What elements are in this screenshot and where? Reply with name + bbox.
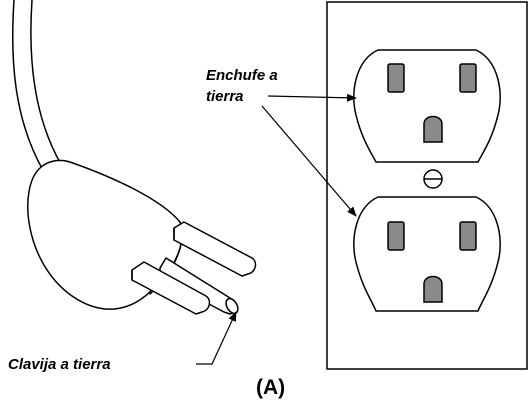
power-cord xyxy=(11,0,45,173)
ground-pin-label: Clavija a tierra xyxy=(8,356,111,373)
slot-left xyxy=(387,63,405,93)
slot-right xyxy=(459,63,477,93)
outlet-icon xyxy=(326,1,528,370)
arrow-ground-pin xyxy=(196,311,237,365)
receptacle-top xyxy=(353,49,501,163)
arrow-outlet-bottom xyxy=(261,105,357,217)
outlet-label-line2: tierra xyxy=(206,88,244,105)
outlet-label-line1: Enchufe a xyxy=(206,67,278,84)
arrow-outlet-top xyxy=(267,93,357,102)
slot-ground xyxy=(423,115,443,143)
figure-caption: (A) xyxy=(256,376,285,399)
leader-lines xyxy=(196,93,357,365)
screw-icon xyxy=(423,169,443,189)
power-cord-edge xyxy=(30,0,63,167)
receptacle-bottom xyxy=(353,196,501,312)
plug-blade-lower xyxy=(131,261,211,315)
plug-icon xyxy=(11,0,257,315)
slot-ground xyxy=(423,275,443,303)
plug-blade-upper xyxy=(173,221,257,277)
slot-right xyxy=(459,221,477,251)
slot-left xyxy=(387,221,405,251)
